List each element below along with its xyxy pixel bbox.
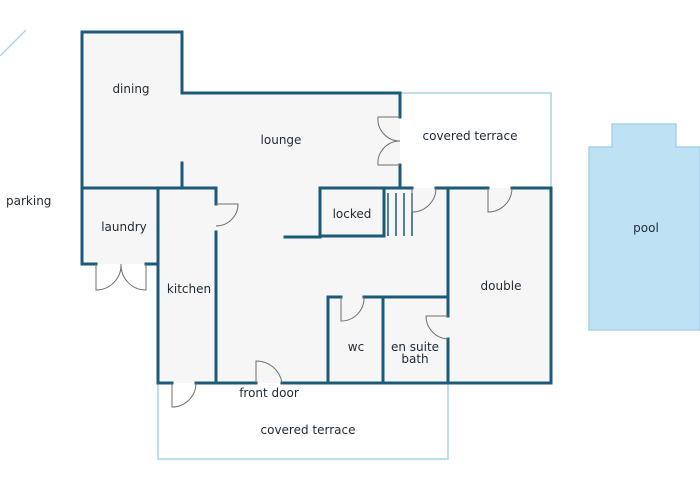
dining-label: dining bbox=[112, 82, 149, 96]
kitchen-label: kitchen bbox=[167, 282, 211, 296]
wc-label: wc bbox=[348, 340, 364, 354]
covered-terrace-bottom-outline bbox=[157, 383, 449, 460]
pool-label: pool bbox=[633, 221, 659, 235]
parking-label: parking bbox=[6, 194, 51, 208]
floor-fill bbox=[82, 32, 551, 383]
covered-terrace-top-label: covered terrace bbox=[423, 129, 518, 143]
edge-line bbox=[0, 29, 27, 57]
double-label: double bbox=[481, 279, 522, 293]
walls bbox=[80, 30, 553, 385]
laundry-label: laundry bbox=[101, 220, 147, 234]
en-suite-label-line2: bath bbox=[401, 352, 428, 366]
covered-terrace-bottom-label: covered terrace bbox=[261, 423, 356, 437]
front-door-label: front door bbox=[239, 386, 299, 400]
en-suite-label-line1: en suite bbox=[391, 340, 439, 354]
doors bbox=[95, 116, 513, 408]
covered-terrace-top-outline bbox=[400, 92, 552, 188]
lounge-label: lounge bbox=[261, 133, 302, 147]
locked-label: locked bbox=[333, 207, 372, 221]
pool-shape bbox=[588, 123, 700, 331]
